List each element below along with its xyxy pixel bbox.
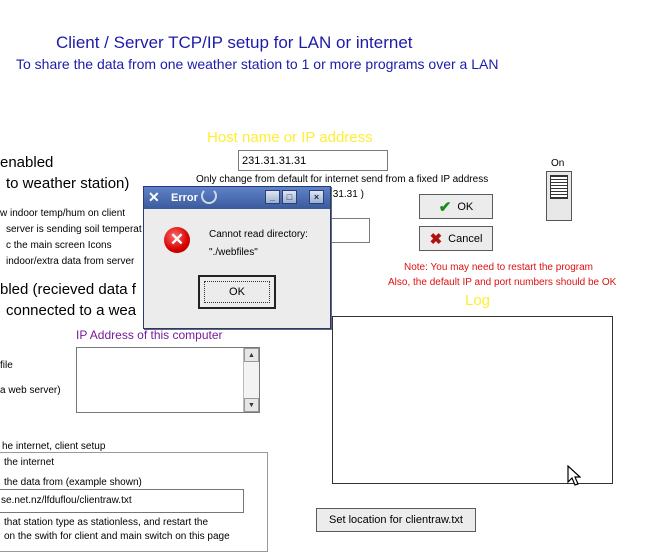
received-data-label: bled (recieved data f xyxy=(0,281,136,298)
dialog-titlebar[interactable]: ✕ Error _ □ × xyxy=(144,187,330,209)
internet-line-1: the internet xyxy=(4,457,55,468)
log-textarea[interactable] xyxy=(332,316,613,484)
port-input[interactable] xyxy=(330,218,370,243)
set-location-label: Set location for clientraw.txt xyxy=(329,514,463,526)
dialog-ok-label: OK xyxy=(204,281,270,303)
default-ip-note: Also, the default IP and port numbers sh… xyxy=(388,277,617,288)
clientraw-url-input[interactable]: se.net.nz/lfduflou/clientraw.txt xyxy=(0,489,244,513)
cancel-button[interactable]: ✖ Cancel xyxy=(419,226,493,251)
dialog-path: "./webfiles" xyxy=(209,247,258,258)
option-indoor-temp[interactable]: w indoor temp/hum on client xyxy=(0,208,126,219)
internet-line-4: on the swith for client and main switch … xyxy=(4,531,230,542)
log-label: Log xyxy=(465,292,491,309)
switch-knob[interactable] xyxy=(550,175,568,199)
weather-station-label: to weather station) xyxy=(6,175,130,192)
dialog-title: Error xyxy=(171,192,198,204)
ip-address-label: IP Address of this computer xyxy=(76,328,223,342)
web-server-label: a web server) xyxy=(0,385,61,396)
option-soil-temp[interactable]: server is sending soil temperat xyxy=(6,224,142,235)
scroll-up-arrow-icon[interactable]: ▲ xyxy=(244,348,259,362)
internet-line-2: the data from (example shown) xyxy=(4,477,142,488)
ip-textarea-scrollbar[interactable]: ▲ ▼ xyxy=(243,348,259,412)
cancel-button-label: Cancel xyxy=(448,232,483,245)
host-name-label: Host name or IP address xyxy=(207,129,373,146)
internet-group-title: he internet, client setup xyxy=(0,441,108,452)
dialog-message: Cannot read directory: xyxy=(209,229,308,240)
mouse-cursor-icon xyxy=(567,465,581,486)
ok-button-label: OK xyxy=(457,200,474,213)
cross-icon: ✖ xyxy=(429,230,443,248)
ok-button[interactable]: ✔ OK xyxy=(419,194,493,219)
file-label: file xyxy=(0,360,13,371)
maximize-button[interactable]: □ xyxy=(282,190,297,204)
connected-label: connected to a wea xyxy=(6,302,137,319)
checkmark-icon: ✔ xyxy=(438,198,452,216)
restart-note: Note: You may need to restart the progra… xyxy=(404,262,593,273)
internet-line-3: that station type as stationless, and re… xyxy=(4,517,209,528)
host-note-partial: .31.31 ) xyxy=(330,189,364,200)
page-title: Client / Server TCP/IP setup for LAN or … xyxy=(56,33,413,52)
host-ip-input[interactable]: 231.31.31.31 xyxy=(238,150,388,171)
option-main-screen-icons[interactable]: c the main screen Icons xyxy=(6,240,112,251)
page-subtitle: To share the data from one weather stati… xyxy=(16,56,499,72)
error-icon: ✕ xyxy=(164,227,190,253)
dialog-ok-button[interactable]: OK xyxy=(198,275,276,309)
swirl-icon xyxy=(201,188,217,204)
enabled-label: enabled xyxy=(0,154,54,171)
option-indoor-extra[interactable]: indoor/extra data from server xyxy=(6,256,135,267)
app-x-icon: ✕ xyxy=(148,189,160,205)
switch-on-label: On xyxy=(551,158,565,169)
ip-address-textarea[interactable]: ▲ ▼ xyxy=(76,347,260,413)
close-button[interactable]: × xyxy=(309,190,324,204)
host-note: Only change from default for internet se… xyxy=(196,174,489,185)
error-dialog: ✕ Error _ □ × ✕ Cannot read directory: "… xyxy=(143,186,331,329)
minimize-button[interactable]: _ xyxy=(265,190,280,204)
set-location-button[interactable]: Set location for clientraw.txt xyxy=(316,508,476,532)
client-server-switch[interactable] xyxy=(546,171,572,221)
scroll-down-arrow-icon[interactable]: ▼ xyxy=(244,398,259,412)
